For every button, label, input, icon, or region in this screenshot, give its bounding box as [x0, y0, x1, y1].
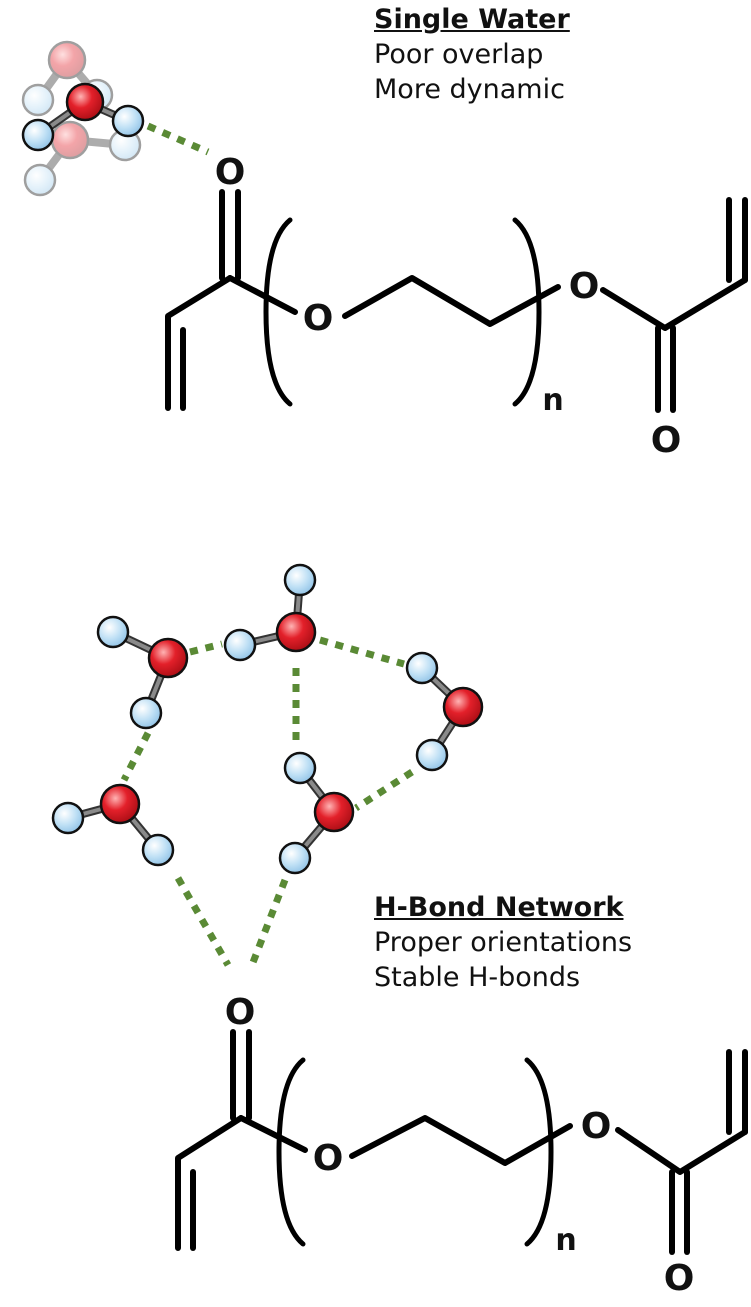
hydrogen-bond-network — [120, 636, 414, 967]
carbonyl-oxygen-label: O — [225, 992, 256, 1033]
caption-line: Stable H-bonds — [374, 962, 581, 993]
pegda-structure-top: O O O O n — [165, 152, 748, 461]
caption-line: Poor overlap — [374, 39, 544, 70]
ester-oxygen-label: O — [581, 1106, 612, 1147]
caption-line: More dynamic — [374, 74, 565, 105]
single-water-caption: Single Water Poor overlap More dynamic — [374, 2, 570, 107]
water-molecule — [278, 751, 355, 875]
water-molecule — [405, 651, 484, 772]
h-bond-network-panel: O O O O n — [51, 563, 748, 1299]
caption-heading: H-Bond Network — [374, 892, 624, 923]
water-molecule — [51, 783, 175, 867]
ether-oxygen-label: O — [313, 1138, 344, 1179]
ester-oxygen-label: O — [569, 266, 600, 307]
single-water-panel: O O O O n — [21, 40, 748, 461]
caption-line: Proper orientations — [374, 927, 633, 958]
carbonyl-oxygen-label: O — [215, 152, 246, 193]
water-molecule-single — [21, 82, 145, 152]
carbonyl-oxygen-label: O — [664, 1258, 695, 1299]
water-molecule — [96, 615, 189, 730]
hydrogen-atom — [111, 104, 145, 138]
pegda-structure-bottom: O O O O n — [175, 992, 748, 1299]
carbonyl-oxygen-label: O — [651, 420, 682, 461]
repeat-subscript: n — [542, 383, 563, 418]
ether-oxygen-label: O — [303, 298, 334, 339]
hydrogen-atom — [21, 118, 55, 152]
water-molecule — [223, 563, 317, 662]
repeat-subscript: n — [555, 1223, 576, 1258]
caption-heading: Single Water — [374, 4, 570, 35]
hydrogen-bond — [146, 122, 210, 156]
h-bond-network-caption: H-Bond Network Proper orientations Stabl… — [374, 890, 632, 995]
oxygen-atom — [65, 82, 105, 122]
